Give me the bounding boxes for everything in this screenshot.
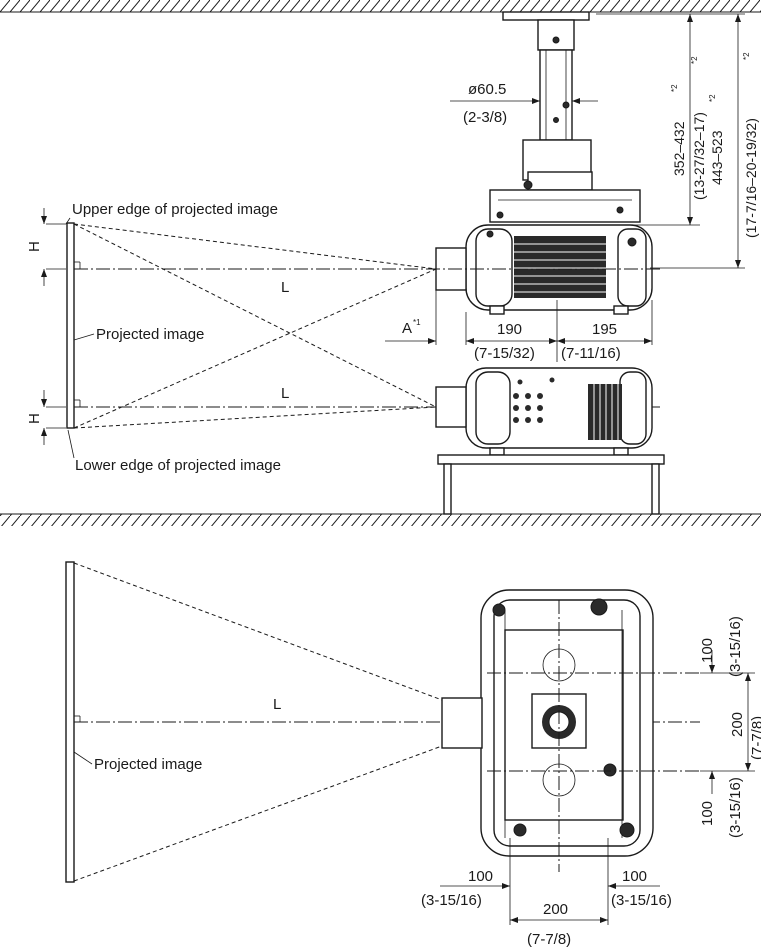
projector-ceiling-side-view xyxy=(435,224,653,315)
dim-190-label: 190 xyxy=(497,321,522,338)
dim-195-inch-label: (7-11/16) xyxy=(561,345,621,362)
pipe-diameter-inch-label: (2-3/8) xyxy=(463,109,507,126)
dim-100-right-inch-label: (3-15/16) xyxy=(611,892,672,909)
dim-200-right-inch-label: (7-7/8) xyxy=(749,716,761,760)
top-light-beams xyxy=(73,562,700,882)
dim-443-523-label: 443–523 xyxy=(709,130,725,185)
dim-200-right-label: 200 xyxy=(729,712,746,737)
top-right-dimensions xyxy=(700,650,755,794)
l-label-upper: L xyxy=(281,279,289,296)
dim-195-label: 195 xyxy=(592,321,617,338)
dim-352-432-label: 352–432 xyxy=(671,121,687,176)
pipe-diameter-label: ø60.5 xyxy=(468,81,506,98)
dim-100-right-label: 100 xyxy=(622,868,647,885)
sup2-a: *2 xyxy=(670,84,679,92)
table xyxy=(437,454,665,515)
dim-443-523-inch-label: (17-7/16–20-19/32) xyxy=(743,118,759,238)
dim-100-top-inch-label: (3-15/16) xyxy=(727,616,744,677)
upper-edge-label: Upper edge of projected image xyxy=(72,201,278,218)
dim-100-bottom-label: 100 xyxy=(699,801,716,826)
projected-image-label-side: Projected image xyxy=(96,326,204,343)
dim-100-left-label: 100 xyxy=(468,868,493,885)
dim-352-432-inch-label: (13-27/32–17) xyxy=(691,112,707,200)
ceiling-mount xyxy=(450,11,641,223)
dim-200-bottom-inch-label: (7-7/8) xyxy=(527,931,571,948)
dim-100-bottom-inch-label: (3-15/16) xyxy=(727,777,744,838)
projected-image-label-top: Projected image xyxy=(94,756,202,773)
ceiling xyxy=(0,0,761,13)
dim-190-inch-label: (7-15/32) xyxy=(474,345,535,362)
a-label: A xyxy=(402,320,412,337)
dim-200-bottom-label: 200 xyxy=(543,901,568,918)
a-sup-label: *1 xyxy=(413,318,421,327)
lower-edge-label: Lower edge of projected image xyxy=(75,457,281,474)
sup2-d: *2 xyxy=(742,52,751,60)
height-dimensions xyxy=(596,13,745,269)
side-screen xyxy=(41,208,81,445)
projector-table-side-view xyxy=(435,367,653,456)
top-bottom-dimensions xyxy=(440,838,660,925)
dim-100-top-label: 100 xyxy=(699,638,716,663)
sup2-c: *2 xyxy=(708,94,717,102)
width-dimensions xyxy=(385,290,653,362)
l-label-top: L xyxy=(273,696,281,713)
dim-100-left-inch-label: (3-15/16) xyxy=(421,892,482,909)
floor xyxy=(0,513,761,526)
h-label-lower: H xyxy=(26,413,43,424)
l-label-lower: L xyxy=(281,385,289,402)
h-label-upper: H xyxy=(26,241,43,252)
projector-top-view xyxy=(441,589,700,872)
sup2-b: *2 xyxy=(690,56,699,64)
